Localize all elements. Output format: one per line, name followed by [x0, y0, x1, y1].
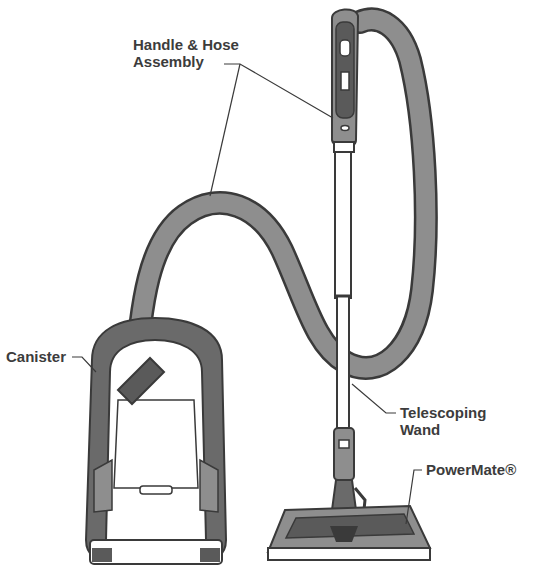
handle: [332, 9, 358, 152]
part-label: Handle & Hose Assembly: [133, 36, 251, 70]
telescoping-wand: [335, 148, 351, 428]
leader-lines: [72, 64, 422, 524]
part-label: PowerMate®: [426, 461, 531, 478]
part-label: Canister: [6, 348, 86, 365]
canister: [86, 318, 226, 564]
powermate: [268, 428, 430, 560]
part-label: Telescoping Wand: [400, 404, 510, 438]
